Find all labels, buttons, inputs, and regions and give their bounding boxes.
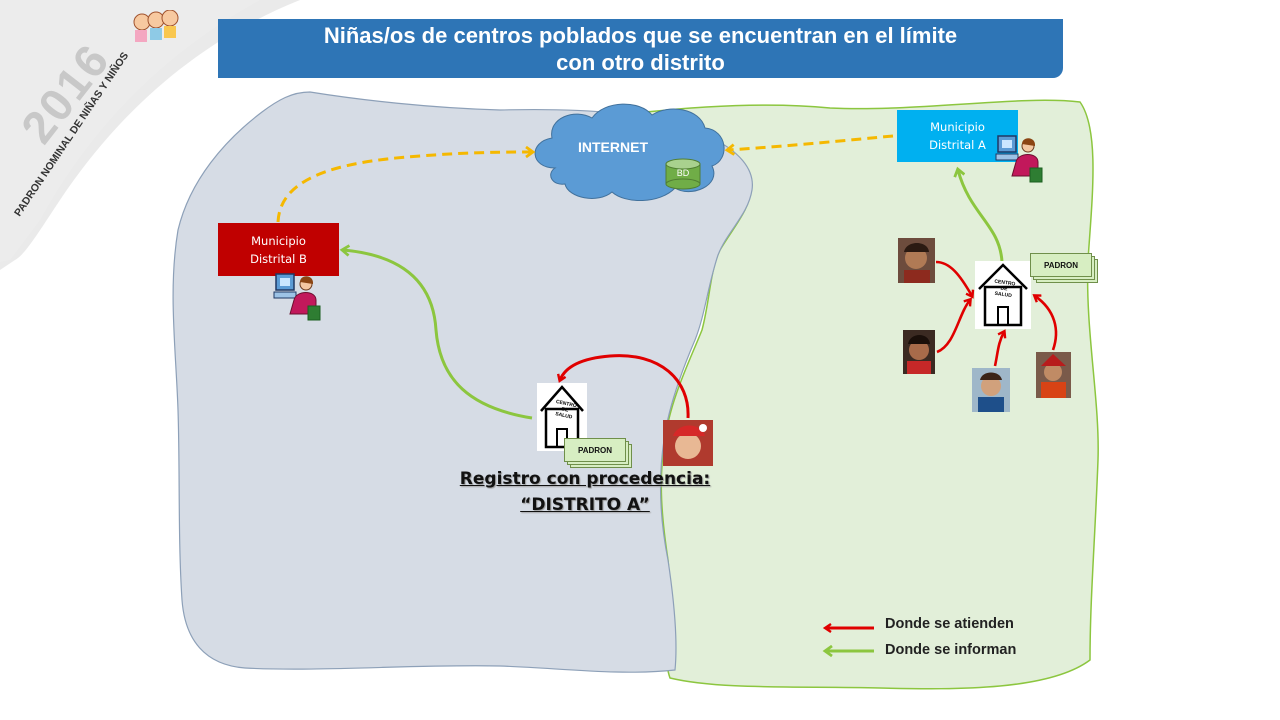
child-photo-icon [972,368,1010,412]
internet-link-b [276,152,532,223]
padron-label: PADRON [1043,260,1079,270]
municipio-b-box: Municipio Distrital B [218,223,339,276]
attended-arrow-2 [936,297,972,354]
title-line-1: Niñas/os de centros poblados que se encu… [323,22,958,48]
corner-logo: 2016 PADRON NOMINAL DE NIÑAS Y NIÑOS [0,0,200,230]
child-photo-icon [898,238,935,283]
attended-arrow-3 [993,329,1007,367]
child-photo-icon [1036,352,1071,398]
legend-attended-label: Donde se atienden [885,616,1014,632]
municipio-a-line-2: Distrital A [929,138,986,152]
padron-doc-icon: PADRON [1030,253,1092,277]
padron-label: PADRON [577,445,613,455]
child-photo-icon [903,330,935,374]
database-label: BD [676,168,690,178]
registro-line-2: “DISTRITO A” [520,495,650,515]
internet-label: INTERNET [578,139,648,155]
municipio-a-line-1: Municipio [930,120,985,134]
informed-arrow-b [343,250,533,420]
title-banner: Niñas/os de centros poblados que se encu… [218,19,1063,78]
district-a-region [589,99,1099,690]
municipio-b-line-1: Municipio [251,233,306,248]
attended-arrow-left [556,354,690,419]
database-icon: BD [664,158,702,190]
registro-caption: Registro con procedencia: “DISTRITO A” [440,466,730,518]
child-photo-icon [663,420,713,466]
attended-arrow-1 [935,260,975,299]
attended-arrow-4 [1032,294,1058,351]
children-logo-icon [130,9,182,44]
informed-arrow-a [958,170,1004,263]
title-line-2: con otro distrito [556,49,725,75]
health-centre-icon: CENTRO DE SALUD [975,261,1031,329]
registro-line-1: Registro con procedencia: [459,469,711,489]
internet-link-a [728,134,894,150]
padron-doc-icon: PADRON [564,438,626,462]
municipio-b-line-2: Distrital B [250,251,307,266]
computer-user-icon [992,132,1047,184]
computer-user-icon [270,270,325,322]
legend-informed-label: Donde se informan [885,642,1017,658]
health-centre-sign: CENTRO DE SALUD [993,278,1016,300]
